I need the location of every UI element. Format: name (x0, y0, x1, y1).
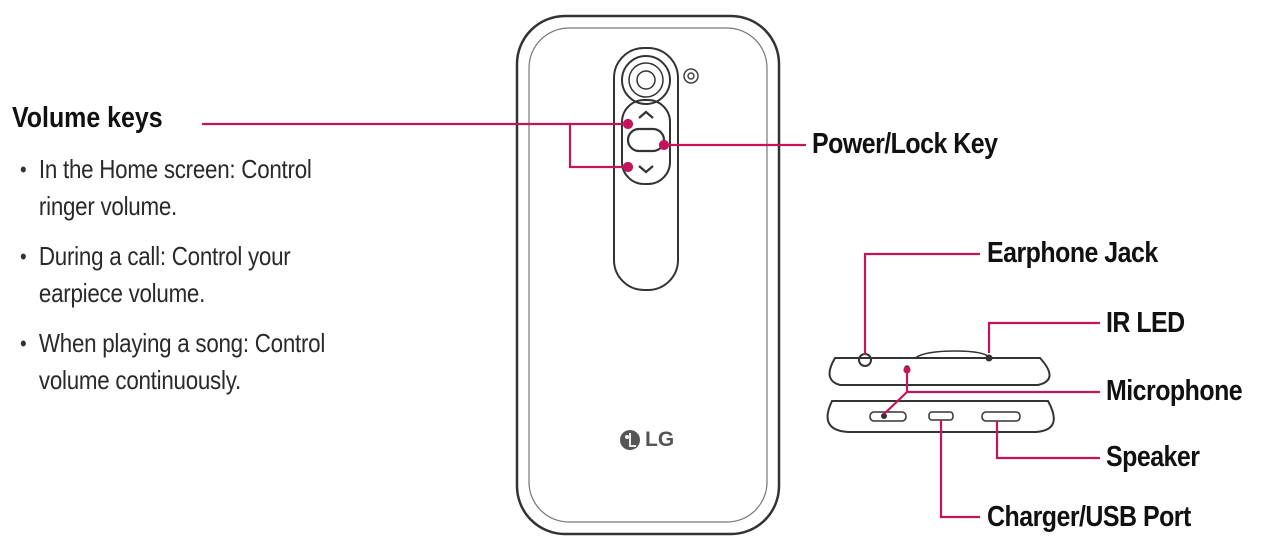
volume-keys-title: Volume keys (12, 102, 163, 134)
mic-leader-line (905, 370, 1100, 394)
lg-logo-icon (620, 430, 640, 450)
label-speaker: Speaker (1106, 441, 1200, 473)
bullet-home-screen: In the Home screen: Control ringer volum… (20, 151, 452, 225)
volume-leader-line (202, 122, 628, 169)
power-point (658, 139, 670, 151)
camera-module (613, 47, 679, 291)
flash-icon (683, 68, 699, 84)
mic-bottom-leader (883, 391, 908, 415)
label-earphone-jack: Earphone Jack (987, 237, 1158, 269)
leader-lines (202, 118, 1100, 519)
earphone-leader-line (863, 252, 980, 355)
irled-leader-line (987, 321, 1100, 353)
label-microphone: Microphone (1106, 375, 1243, 407)
phone-back (515, 14, 781, 536)
brand-logo-text: LG (645, 428, 675, 451)
bullet-during-call: During a call: Control your earpiece vol… (20, 238, 452, 312)
volume-up-point (622, 118, 634, 130)
volume-keys-bullets: In the Home screen: Control ringer volum… (20, 151, 460, 412)
bullet-playing-song: When playing a song: Control volume cont… (20, 325, 452, 399)
charger-leader-line (939, 420, 980, 519)
volume-down-point (622, 161, 634, 173)
label-charger-usb-port: Charger/USB Port (987, 501, 1191, 533)
top-edge-view (828, 350, 1051, 386)
label-ir-led: IR LED (1106, 307, 1185, 339)
speaker-leader-line (995, 421, 1100, 460)
label-power-lock-key: Power/Lock Key (812, 128, 998, 160)
